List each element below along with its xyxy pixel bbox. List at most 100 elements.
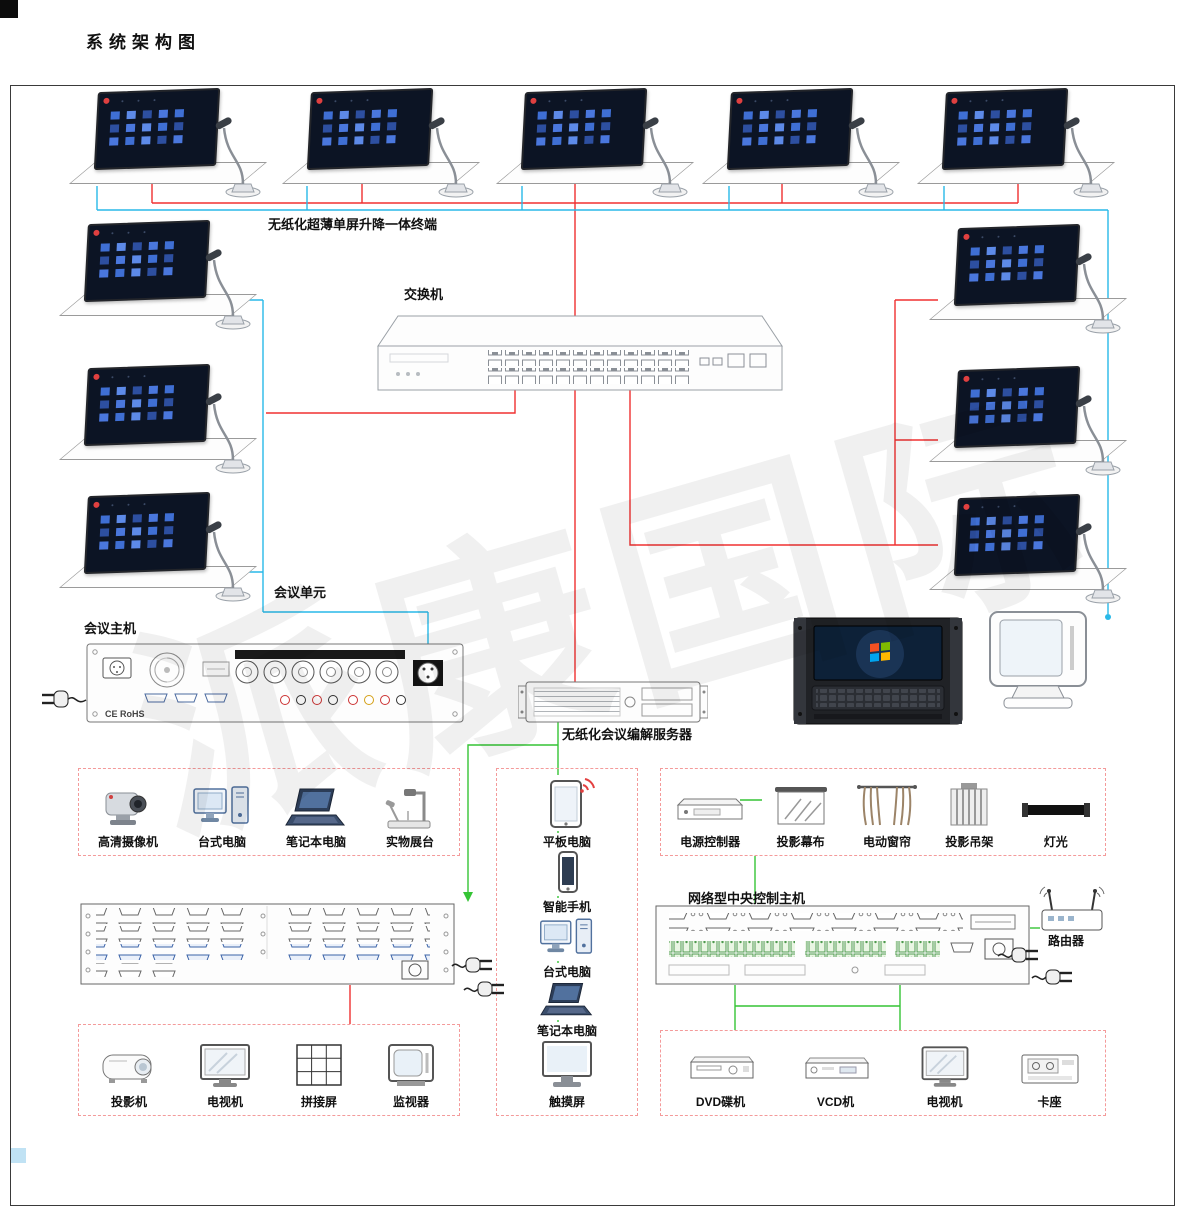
terminal-type-label: 无纸化超薄单屏升降一体终端 [268, 217, 438, 232]
device-laptop: 笔记本电脑 [284, 785, 348, 850]
device-label: 投影幕布 [776, 835, 825, 849]
dvd-player-icon [689, 1056, 754, 1079]
device-label: 电动窗帘 [862, 835, 911, 849]
tablet-icon [535, 775, 599, 831]
terminal-screen [83, 219, 211, 303]
matrix-switcher [80, 903, 455, 985]
conference-terminal [495, 87, 702, 200]
tv-icon [200, 1044, 250, 1087]
device-laptop: 笔记本电脑 [533, 980, 600, 1039]
device-label: VCD机 [816, 1095, 855, 1109]
smartphone-icon [535, 850, 599, 896]
conference-terminal [58, 363, 265, 476]
power-plug-icon [997, 947, 1038, 963]
device-label: 触摸屏 [545, 1093, 588, 1110]
av-sources-box: 高清摄像机 台式电脑 笔记本电脑 [78, 768, 460, 856]
device-label: DVD碟机 [695, 1095, 746, 1109]
device-label: 智能手机 [539, 898, 594, 915]
conference-terminal [281, 87, 488, 200]
terminal-screen [83, 363, 211, 447]
terminal-screen [83, 491, 211, 575]
crt-monitor [989, 611, 1087, 709]
device-label: 投影吊架 [945, 835, 994, 849]
laptop-icon [285, 788, 346, 826]
device-tv: 电视机 [915, 1043, 975, 1110]
device-cassette-deck: 卡座 [1018, 1047, 1082, 1110]
conference-host-unit: CE RoHS [86, 643, 464, 723]
device-label: 灯光 [1043, 835, 1068, 849]
terminal-screen [93, 87, 221, 171]
device-label: 笔记本电脑 [285, 835, 346, 849]
gooseneck-microphone-icon [1063, 117, 1109, 198]
display-devices-box: 投影机 电视机 拼接屏 [78, 1024, 460, 1116]
mobile-devices-box: 平板电脑 智能手机 台式电脑 [496, 768, 638, 1116]
device-label: 台式电脑 [539, 963, 594, 980]
conference-terminal [928, 493, 1135, 606]
conference-terminal [701, 87, 908, 200]
laptop-icon [537, 980, 596, 1020]
terminal-screen [520, 87, 648, 171]
device-label: 高清摄像机 [97, 835, 158, 849]
projection-screen-icon [774, 787, 827, 825]
ce-rohs-mark: CE RoHS [105, 709, 145, 719]
conference-terminal [58, 491, 265, 604]
device-smartphone: 智能手机 [535, 850, 599, 915]
device-projection-screen: 投影幕布 [769, 783, 833, 850]
device-label: 卡座 [1037, 1095, 1062, 1109]
power-plug-icon [1031, 969, 1072, 985]
switch-label: 交换机 [404, 287, 444, 302]
device-label: 电视机 [206, 1095, 243, 1109]
hd-camera-icon [105, 792, 147, 825]
gooseneck-microphone-icon [428, 117, 474, 198]
gooseneck-microphone-icon [1075, 395, 1121, 476]
device-label: 监视器 [392, 1095, 429, 1109]
gooseneck-microphone-icon [642, 117, 688, 198]
diagram-border [10, 85, 1175, 1206]
power-controller-icon [676, 798, 744, 820]
monitor-icon [388, 1044, 434, 1086]
vcd-player-icon [804, 1057, 869, 1079]
corner-mark-blue [11, 1148, 26, 1163]
desktop-pc-icon [193, 786, 249, 824]
conference-terminal [68, 87, 275, 200]
central-host-label: 网络型中央控制主机 [688, 891, 806, 906]
gooseneck-microphone-icon [205, 521, 251, 602]
gooseneck-microphone-icon [848, 117, 894, 198]
terminal-screen [941, 87, 1069, 171]
device-power-controller: 电源控制器 [674, 789, 746, 850]
central-control-host [655, 905, 1030, 985]
tv-icon [921, 1046, 968, 1087]
device-light: 灯光 [1020, 791, 1092, 850]
device-tablet: 平板电脑 [535, 775, 599, 850]
page-title: 系统架构图 [86, 33, 201, 52]
gooseneck-microphone-icon [205, 393, 251, 474]
device-label: 平板电脑 [539, 833, 594, 850]
power-plug-icon [463, 981, 504, 997]
device-label: 台式电脑 [197, 835, 246, 849]
terminal-screen [306, 87, 434, 171]
gooseneck-microphone-icon [215, 117, 261, 198]
gooseneck-microphone-icon [1075, 523, 1121, 604]
cassette-deck-icon [1021, 1054, 1078, 1084]
projector-mount-icon [950, 783, 988, 826]
codec-server [518, 681, 708, 723]
device-label: 拼接屏 [300, 1095, 337, 1109]
device-tv: 电视机 [193, 1041, 257, 1110]
touchscreen-icon [535, 1039, 599, 1091]
conference-terminal [928, 223, 1135, 336]
router-icon [1039, 886, 1105, 931]
conference-terminal [916, 87, 1123, 200]
device-label: 实物展台 [385, 835, 434, 849]
device-dvd-player: DVD碟机 [685, 1049, 757, 1110]
rack-pc [793, 617, 963, 725]
device-vcd-player: VCD机 [800, 1049, 872, 1110]
conference-unit-label: 会议单元 [274, 585, 327, 600]
device-label: 笔记本电脑 [533, 1022, 600, 1039]
gooseneck-microphone-icon [205, 249, 251, 330]
device-desktop-pc: 台式电脑 [190, 783, 254, 850]
device-projector-mount: 投影吊架 [941, 781, 997, 850]
conference-host-label: 会议主机 [84, 621, 137, 636]
device-label: 投影机 [110, 1095, 147, 1109]
device-label: 电视机 [926, 1095, 963, 1109]
